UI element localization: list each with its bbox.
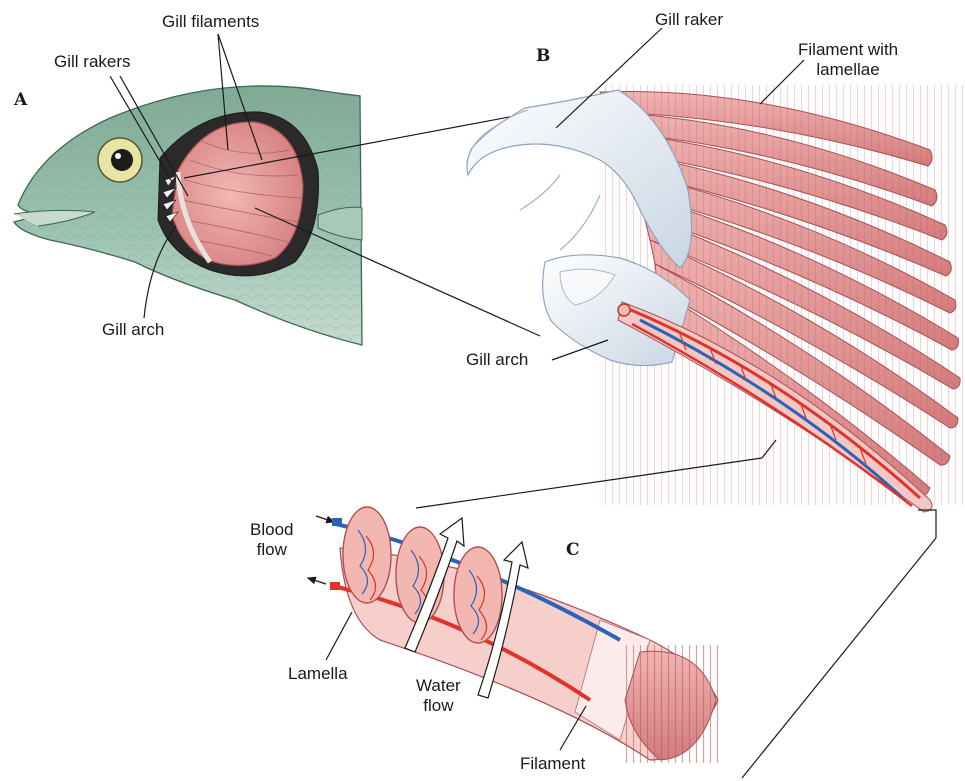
label-filament: Filament xyxy=(520,754,585,774)
label-water-flow-line1: Water xyxy=(416,676,461,696)
label-filament-with-lamellae-line2: lamellae xyxy=(798,60,898,80)
label-water-flow: Water flow xyxy=(416,676,461,715)
panel-label-c: C xyxy=(566,540,580,560)
label-blood-flow: Blood flow xyxy=(250,520,293,559)
arrow-left-icon xyxy=(308,578,326,584)
label-filament-with-lamellae-line1: Filament with xyxy=(798,40,898,60)
label-gill-arch-a: Gill arch xyxy=(102,320,164,340)
panel-label-a: A xyxy=(14,90,27,110)
label-gill-raker: Gill raker xyxy=(655,10,723,30)
panel-label-b: B xyxy=(536,46,550,66)
blood-flow-arrows xyxy=(308,516,334,584)
filament-enlarged xyxy=(308,507,720,763)
arrow-right-icon xyxy=(316,516,334,522)
label-filament-with-lamellae: Filament with lamellae xyxy=(798,40,898,79)
label-gill-arch-b: Gill arch xyxy=(466,350,528,370)
label-blood-flow-line1: Blood xyxy=(250,520,293,540)
gill-arch-detail xyxy=(467,85,965,512)
fish-head xyxy=(14,86,362,345)
label-blood-flow-line2: flow xyxy=(250,540,293,560)
label-lamella: Lamella xyxy=(288,664,348,684)
label-gill-rakers: Gill rakers xyxy=(54,52,131,72)
label-water-flow-line2: flow xyxy=(416,696,461,716)
label-gill-filaments: Gill filaments xyxy=(162,12,259,32)
